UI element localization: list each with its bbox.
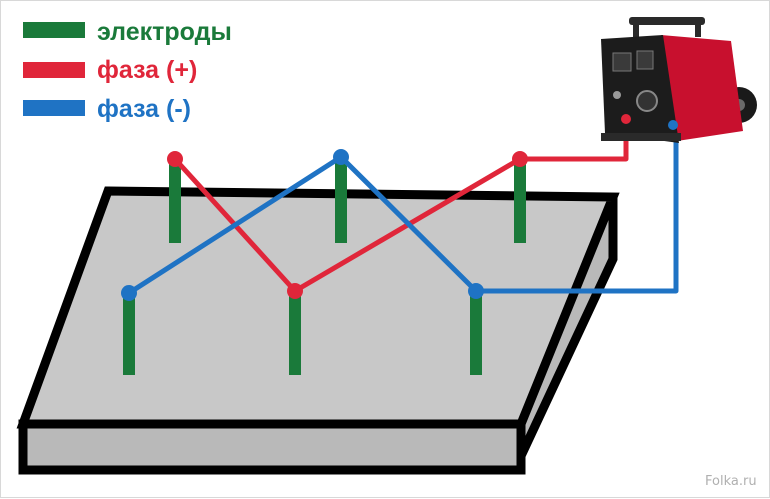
electrode-back-center bbox=[335, 159, 347, 243]
transformer-body-side bbox=[661, 35, 743, 141]
node-plus-front-center bbox=[287, 283, 303, 299]
transformer-knob bbox=[636, 90, 658, 112]
concrete-slab bbox=[16, 186, 620, 475]
electrode-back-left bbox=[169, 163, 181, 243]
legend-label-electrodes: электроды bbox=[97, 18, 232, 46]
node-minus-front-right bbox=[468, 283, 484, 299]
electrodes-back-row bbox=[169, 159, 526, 243]
welding-transformer-icon bbox=[601, 17, 757, 143]
transformer-terminal-plus bbox=[621, 114, 631, 124]
transformer-switch bbox=[613, 91, 621, 99]
slab-top-face bbox=[16, 186, 620, 429]
connection-nodes bbox=[121, 149, 528, 301]
electrode-back-right bbox=[514, 161, 526, 243]
transformer-base bbox=[601, 133, 681, 141]
transformer-terminal-minus bbox=[668, 120, 678, 130]
transformer-display-2 bbox=[636, 50, 654, 70]
slab-front-side bbox=[18, 419, 526, 475]
legend-swatch-phase-plus bbox=[23, 62, 85, 78]
transformer-display bbox=[612, 52, 632, 72]
transformer-handle-post-left bbox=[633, 17, 639, 37]
node-minus-back-center bbox=[333, 149, 349, 165]
legend-label-phase-plus: фаза (+) bbox=[97, 56, 197, 84]
electrode-front-right bbox=[470, 291, 482, 375]
transformer-handle bbox=[629, 17, 705, 25]
legend-swatch-phase-minus bbox=[23, 100, 85, 116]
legend-label-phase-minus: фаза (-) bbox=[97, 95, 191, 123]
node-minus-front-left bbox=[121, 285, 137, 301]
node-plus-back-left bbox=[167, 151, 183, 167]
electrode-front-left bbox=[123, 293, 135, 375]
electrodes-front-row bbox=[123, 291, 482, 375]
node-plus-back-right bbox=[512, 151, 528, 167]
legend: электроды фаза (+) фаза (-) bbox=[23, 18, 232, 123]
watermark: Folka.ru bbox=[705, 474, 757, 489]
transformer-handle-post-right bbox=[695, 17, 701, 37]
legend-swatch-electrodes bbox=[23, 22, 85, 38]
electrode-front-center bbox=[289, 291, 301, 375]
